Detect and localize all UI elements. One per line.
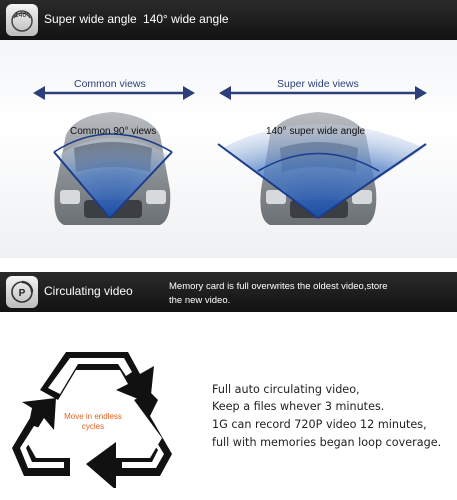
loop-label: Move in endless cycles: [63, 412, 123, 432]
feature-text-line-3: 1G can record 720P video 12 minutes,: [212, 418, 427, 431]
cone-edge-left-a: [53, 151, 111, 219]
section-description-line-1: Memory card is full overwrites the oldes…: [169, 281, 388, 292]
view-cone-right: [222, 124, 424, 218]
view-cone-left: [58, 138, 170, 218]
loop-label-line-1: Move in endless: [64, 412, 122, 421]
common-angle-label: Common 90° views: [70, 126, 157, 137]
cone-edge-right-a: [217, 143, 319, 219]
wide-angle-header: 140° Super wide angle 140° wide angle: [0, 0, 457, 40]
section-subtitle: 140° wide angle: [143, 12, 229, 26]
section-title: Super wide angle: [44, 12, 137, 26]
super-wide-angle-label: 140° super wide angle: [266, 126, 366, 137]
cone-edge-left-b: [109, 151, 173, 219]
feature-text-line-2: Keep a files whever 3 minutes.: [212, 400, 385, 413]
loop-label-line-2: cycles: [81, 422, 105, 431]
section-description-line-2: the new video.: [169, 295, 231, 306]
cone-edge-right-b: [317, 143, 427, 219]
svg-text:140°: 140°: [15, 11, 30, 19]
super-wide-views-label: Super wide views: [277, 78, 359, 90]
common-views-arrow: [33, 86, 195, 100]
super-wide-views-arrow: [219, 86, 427, 100]
view-comparison-panel: Common views Super wide views Common 90°…: [0, 40, 457, 258]
endless-loop-icon: [12, 352, 172, 488]
cone-arc-left: [53, 133, 173, 153]
cone-arc-right: [257, 152, 380, 172]
section-title: Circulating video: [44, 284, 133, 298]
camera-lens-icon: 140°: [6, 4, 38, 36]
svg-text:P: P: [19, 288, 26, 299]
feature-text-line-1: Full auto circulating video,: [212, 383, 360, 396]
feature-text-line-4: full with memories began loop coverage.: [212, 436, 442, 449]
loop-recording-icon: P: [6, 276, 38, 308]
circulating-video-header: P Circulating video Memory card is full …: [0, 272, 457, 312]
common-views-label: Common views: [74, 78, 146, 90]
